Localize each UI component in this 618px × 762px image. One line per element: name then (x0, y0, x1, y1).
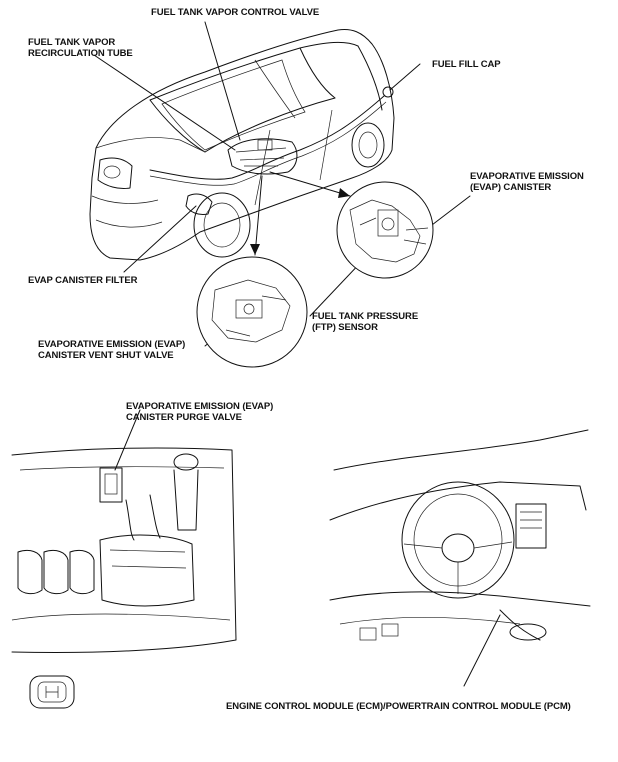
label-purge-valve: EVAPORATIVE EMISSION (EVAP) CANISTER PUR… (126, 401, 274, 423)
label-recirculation-tube: FUEL TANK VAPOR RECIRCULATION TUBE (28, 37, 133, 59)
label-ecm-pcm: ENGINE CONTROL MODULE (ECM)/POWERTRAIN C… (226, 701, 571, 712)
label-canister-filter: EVAP CANISTER FILTER (28, 275, 138, 286)
detail-circle-vent-valve (196, 256, 308, 368)
dashboard-illustration (329, 429, 591, 641)
detail-circle-canister (336, 181, 434, 279)
label-ftp-sensor: FUEL TANK PRESSURE (FTP) SENSOR (312, 311, 419, 333)
label-evap-canister: EVAPORATIVE EMISSION (EVAP) CANISTER (470, 171, 584, 193)
label-vapor-control-valve: FUEL TANK VAPOR CONTROL VALVE (151, 7, 320, 18)
car-illustration (89, 29, 395, 261)
label-vent-shut-valve: EVAPORATIVE EMISSION (EVAP) CANISTER VEN… (38, 339, 186, 361)
label-fuel-fill-cap: FUEL FILL CAP (432, 59, 501, 70)
arrow-heads (250, 188, 350, 255)
engine-bay-illustration (11, 447, 237, 709)
